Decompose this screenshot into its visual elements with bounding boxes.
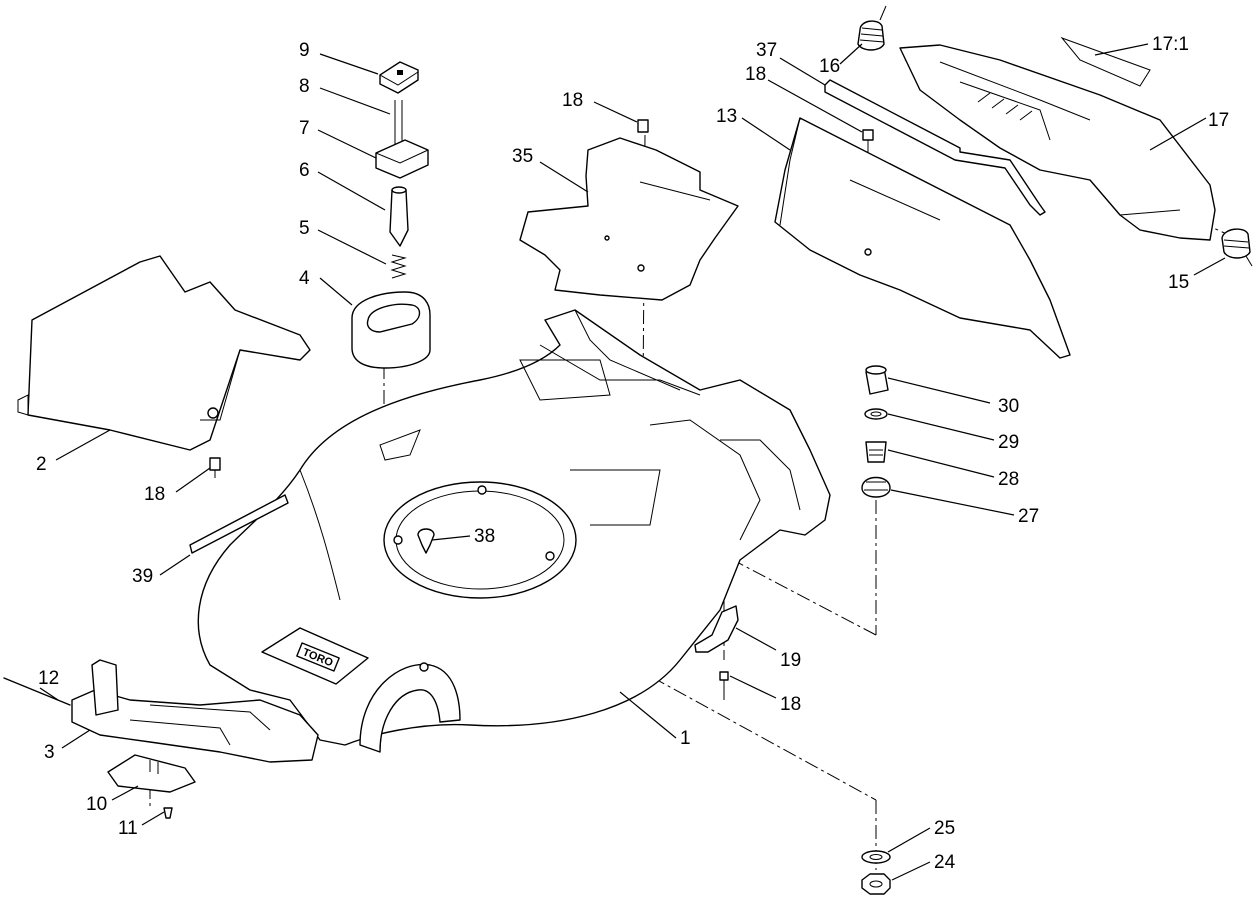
deck-strip: [189, 494, 289, 554]
callout-37: 37: [756, 40, 777, 61]
callout-4: 4: [299, 268, 310, 289]
callout-24: 24: [934, 852, 956, 873]
callout-15: 15: [1168, 272, 1189, 293]
plug-stack: [861, 365, 891, 498]
callout-27: 27: [1018, 506, 1039, 527]
callout-35: 35: [512, 146, 533, 167]
callout-13: 13: [716, 106, 737, 127]
callout-18: 18: [144, 484, 165, 505]
callout-30: 30: [998, 396, 1019, 417]
callout-11: 11: [118, 818, 138, 839]
axle-assembly: [3, 659, 319, 819]
callout-19: 19: [780, 650, 801, 671]
callout-16: 16: [819, 56, 840, 77]
leader-lines: [39, 43, 1226, 881]
callout-25: 25: [934, 818, 955, 839]
callout-labels: 9 8 7 6 5 4 2 18 39 12 3 10 11 18 35 38 …: [36, 34, 1229, 873]
callout-6: 6: [299, 160, 310, 181]
callout-18: 18: [562, 90, 583, 111]
rear-door-assembly: [774, 5, 1253, 359]
baffle-plate: [519, 137, 739, 301]
mower-deck: TORO: [197, 309, 831, 753]
callout-17: 17: [1208, 110, 1229, 131]
callout-1: 1: [680, 728, 691, 749]
callout-18: 18: [745, 64, 766, 85]
callout-28: 28: [998, 469, 1019, 490]
side-discharge-shield: [17, 255, 311, 451]
callout-29: 29: [998, 432, 1019, 453]
small-hardware: [209, 119, 891, 895]
callout-8: 8: [299, 76, 310, 97]
callout-12: 12: [38, 668, 59, 689]
height-adjust-stack: [351, 61, 431, 369]
callout-17-1: 17:1: [1152, 34, 1189, 55]
callout-39: 39: [132, 566, 153, 587]
callout-18: 18: [780, 694, 801, 715]
callout-3: 3: [44, 742, 55, 763]
callout-38: 38: [474, 526, 495, 547]
callout-7: 7: [299, 118, 310, 139]
callout-10: 10: [86, 794, 107, 815]
callout-5: 5: [299, 218, 310, 239]
callout-9: 9: [299, 40, 310, 61]
callout-2: 2: [36, 454, 47, 475]
